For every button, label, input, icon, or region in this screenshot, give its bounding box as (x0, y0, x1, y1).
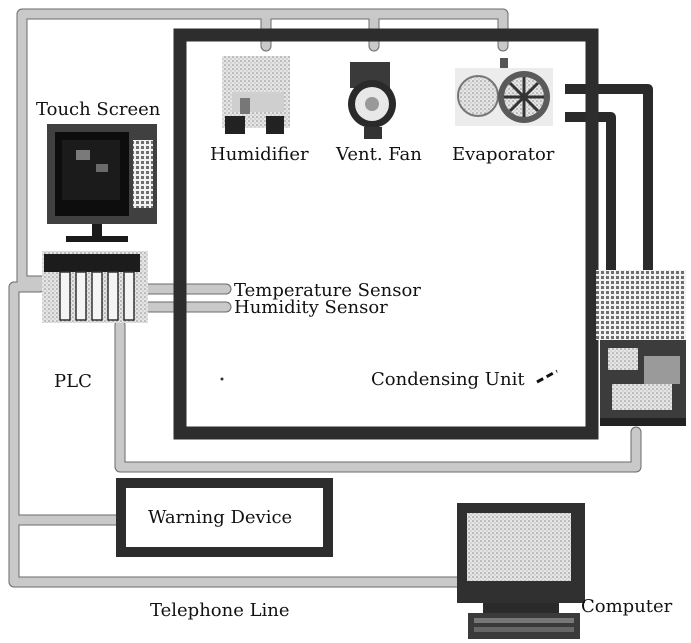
computer-label: Computer (581, 596, 673, 617)
humidifier-label: Humidifier (210, 144, 309, 165)
vent-fan-icon (348, 62, 396, 139)
chamber-frame (173, 28, 599, 440)
temperature-sensor-label: Temperature Sensor (234, 280, 421, 301)
warning-device-label: Warning Device (148, 507, 293, 528)
plc-label: PLC (54, 371, 92, 392)
evaporator-label: Evaporator (452, 144, 555, 165)
warning-device-box (116, 478, 333, 557)
refrigerant-lines (565, 84, 653, 272)
humidifier-icon (222, 56, 290, 134)
plc-icon (42, 251, 148, 323)
condensing-unit-pointer (536, 369, 558, 384)
vent-fan-label: Vent. Fan (336, 144, 422, 165)
telephone-line-label: Telephone Line (150, 600, 290, 621)
condensing-unit-label: Condensing Unit (371, 369, 525, 390)
speck (220, 377, 224, 381)
computer-icon (457, 503, 585, 639)
touch-screen-icon (47, 124, 157, 242)
humidity-sensor-label: Humidity Sensor (234, 297, 388, 318)
touch-screen-label: Touch Screen (36, 99, 161, 120)
evaporator-icon (455, 58, 553, 126)
condensing-unit-icon (596, 270, 686, 426)
